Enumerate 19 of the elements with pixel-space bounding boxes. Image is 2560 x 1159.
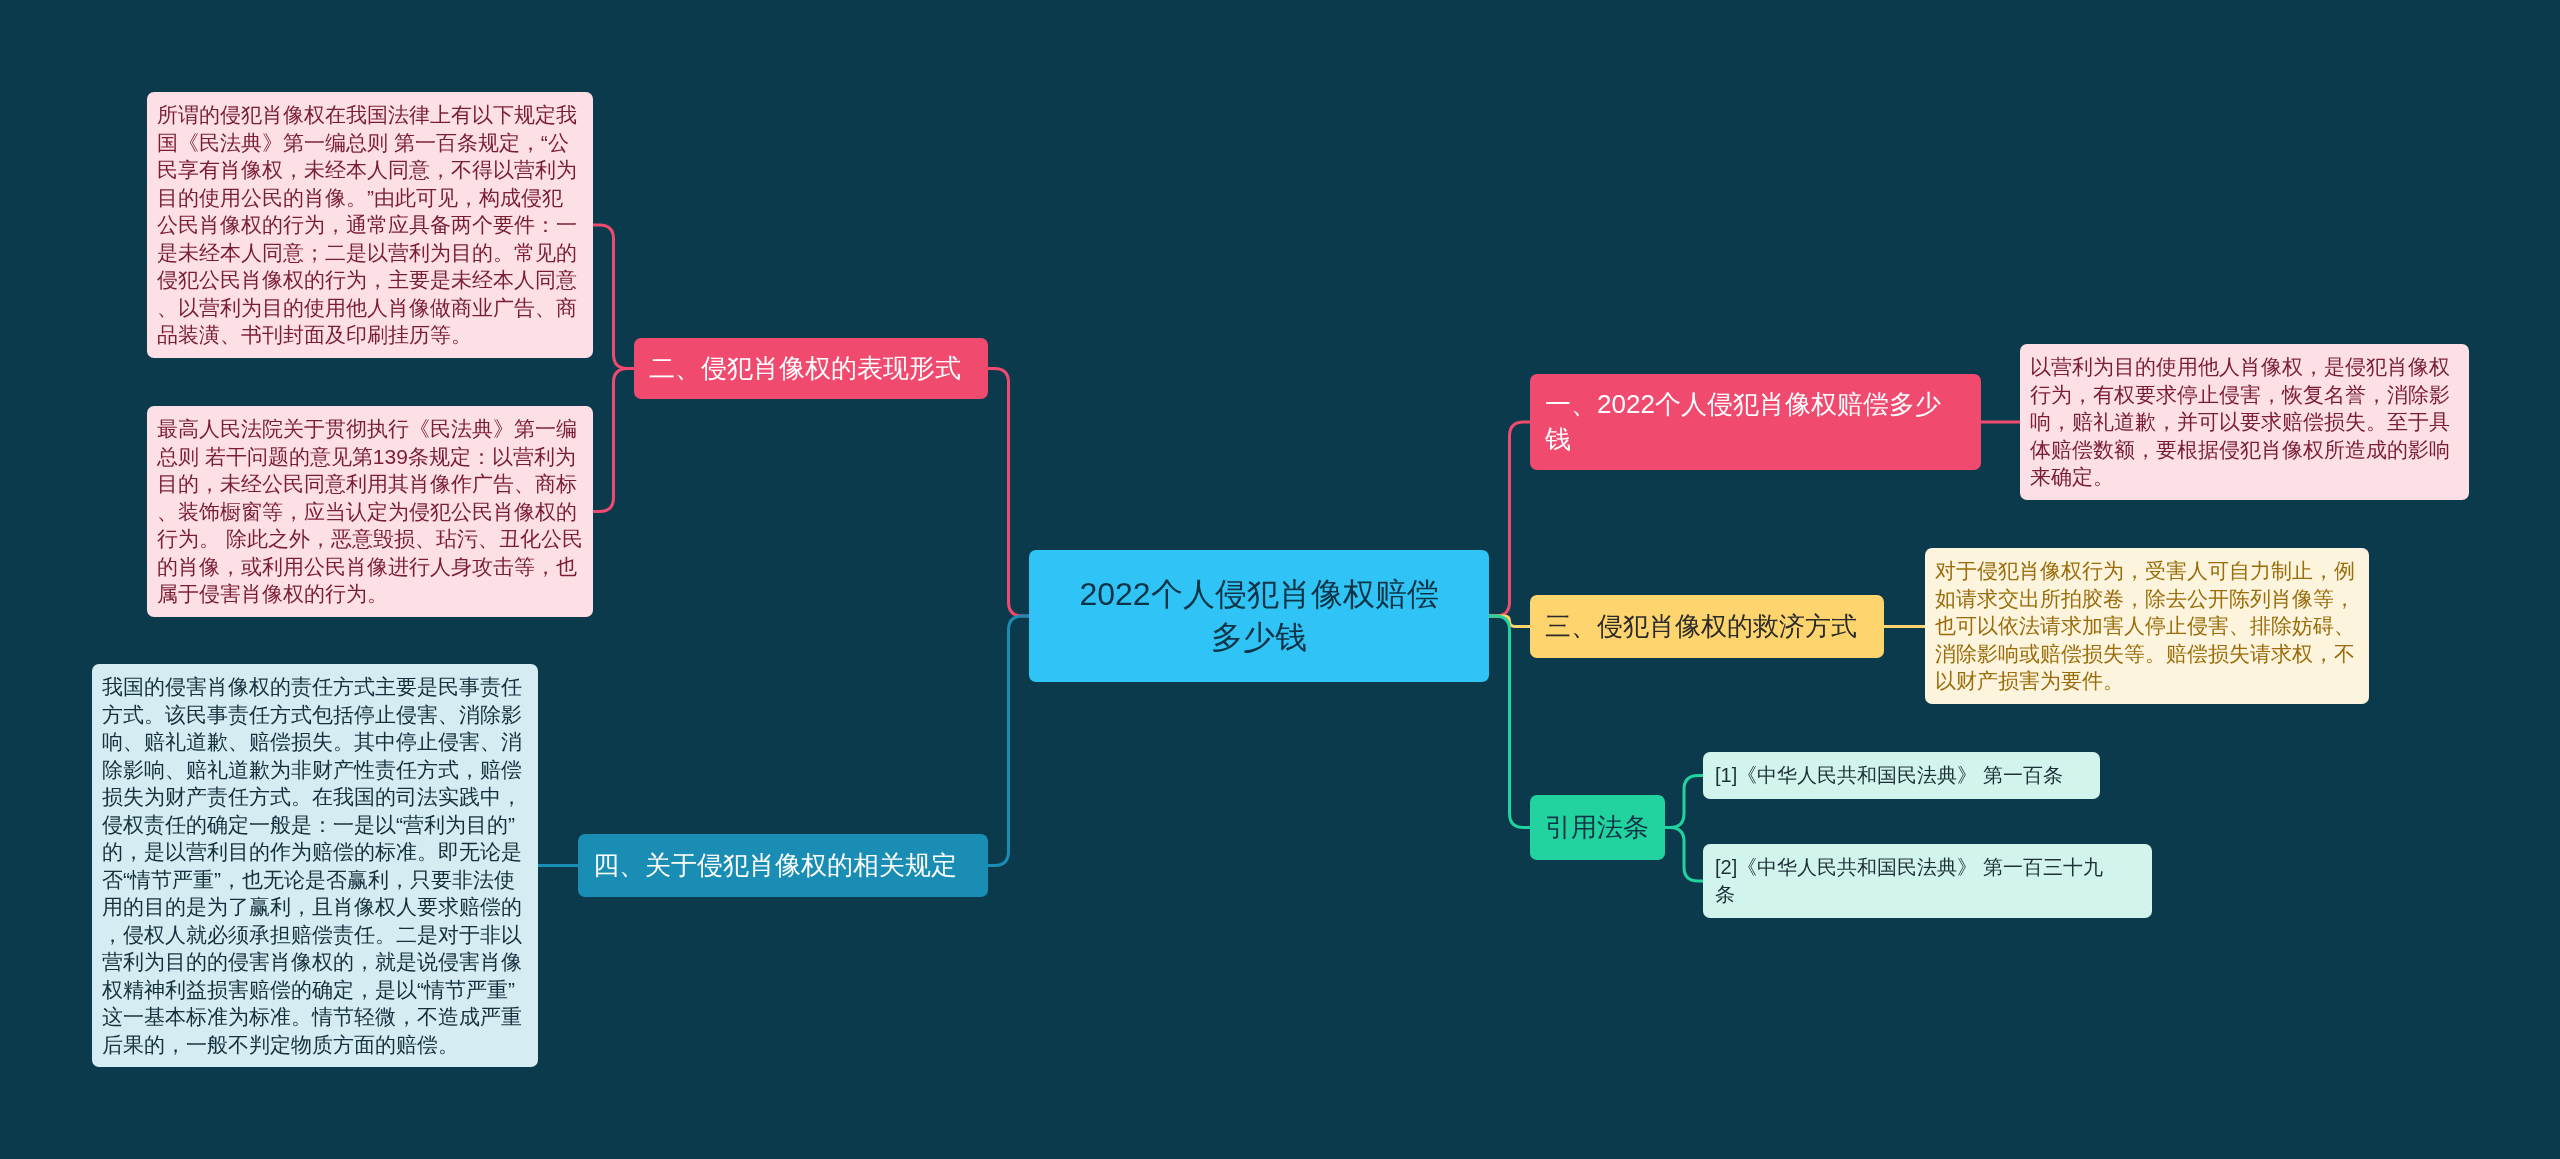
connector-line xyxy=(593,367,634,513)
connector-line xyxy=(988,614,1029,867)
topic-box: 二、侵犯肖像权的表现形式 xyxy=(634,338,988,399)
reference-box: [1]《中华人民共和国民法典》 第一百条 xyxy=(1703,752,2100,799)
topic-box: 引用法条 xyxy=(1530,795,1665,860)
note-box: 最高人民法院关于贯彻执行《民法典》第一编总则 若干问题的意见第139条规定：以营利为目的，未经公民同意利用其肖像作广告、商标、装饰橱窗等，应当认定为侵犯公民肖像权的行为。 除此之外，恶意毁损、玷污、丑化公民的肖像，或利用公民肖像进行人身攻击等，也属于侵害肖像权的行为。 xyxy=(147,406,593,617)
note-box: 所谓的侵犯肖像权在我国法律上有以下规定我国《民法典》第一编总则 第一百条规定，“公民享有肖像权，未经本人同意，不得以营利为目的使用公民的肖像。”由此可见，构成侵犯公民肖像权的行为，通常应具备两个要件：一是未经本人同意；二是以营利为目的。常见的侵犯公民肖像权的行为，主要是未经本人同意、以营利为目的使用他人肖像做商业广告、商品装潢、书刊封面及印刷挂历等。 xyxy=(147,92,593,358)
connector-line xyxy=(1981,420,2020,424)
topic-box: 三、侵犯肖像权的救济方式 xyxy=(1530,595,1884,658)
note-box: 对于侵犯肖像权行为，受害人可自力制止，例如请求交出所拍胶卷，除去公开陈列肖像等，也可以依法请求加害人停止侵害、排除妨碍、消除影响或赔偿损失等。赔偿损失请求权，不以财产损害为要件。 xyxy=(1925,548,2369,704)
note-box: 以营利为目的使用他人肖像权，是侵犯肖像权行为，有权要求停止侵害，恢复名誉，消除影响，赔礼道歉，并可以要求赔偿损失。至于具体赔偿数额，要根据侵犯肖像权所造成的影响来确定。 xyxy=(2020,344,2469,500)
connector-line xyxy=(538,864,578,867)
note-box: 我国的侵害肖像权的责任方式主要是民事责任方式。该民事责任方式包括停止侵害、消除影响、赔礼道歉、赔偿损失。其中停止侵害、消除影响、赔礼道歉为非财产性责任方式，赔偿损失为财产责任方式。在我国的司法实践中，侵权责任的确定一般是：一是以“营利为目的”的，是以营利目的作为赔偿的标准。即无论是否“情节严重”，也无论是否赢利，只要非法使用的目的是为了赢利，且肖像权人要求赔偿的，侵权人就必须承担赔偿责任。二是对于非以营利为目的的侵害肖像权的，就是说侵害肖像权精神利益损害赔偿的确定，是以“情节严重”这一基本标准为标准。情节轻微，不造成严重后果的，一般不判定物质方面的赔偿。 xyxy=(92,664,538,1067)
central-topic-box: 2022个人侵犯肖像权赔偿多少钱 xyxy=(1029,550,1489,682)
topic-box: 四、关于侵犯肖像权的相关规定 xyxy=(578,834,988,897)
connector-line xyxy=(1489,614,1530,829)
topic-box: 一、2022个人侵犯肖像权赔偿多少钱 xyxy=(1530,374,1981,470)
reference-box: [2]《中华人民共和国民法典》 第一百三十九条 xyxy=(1703,844,2152,918)
connector-line xyxy=(1884,625,1925,628)
